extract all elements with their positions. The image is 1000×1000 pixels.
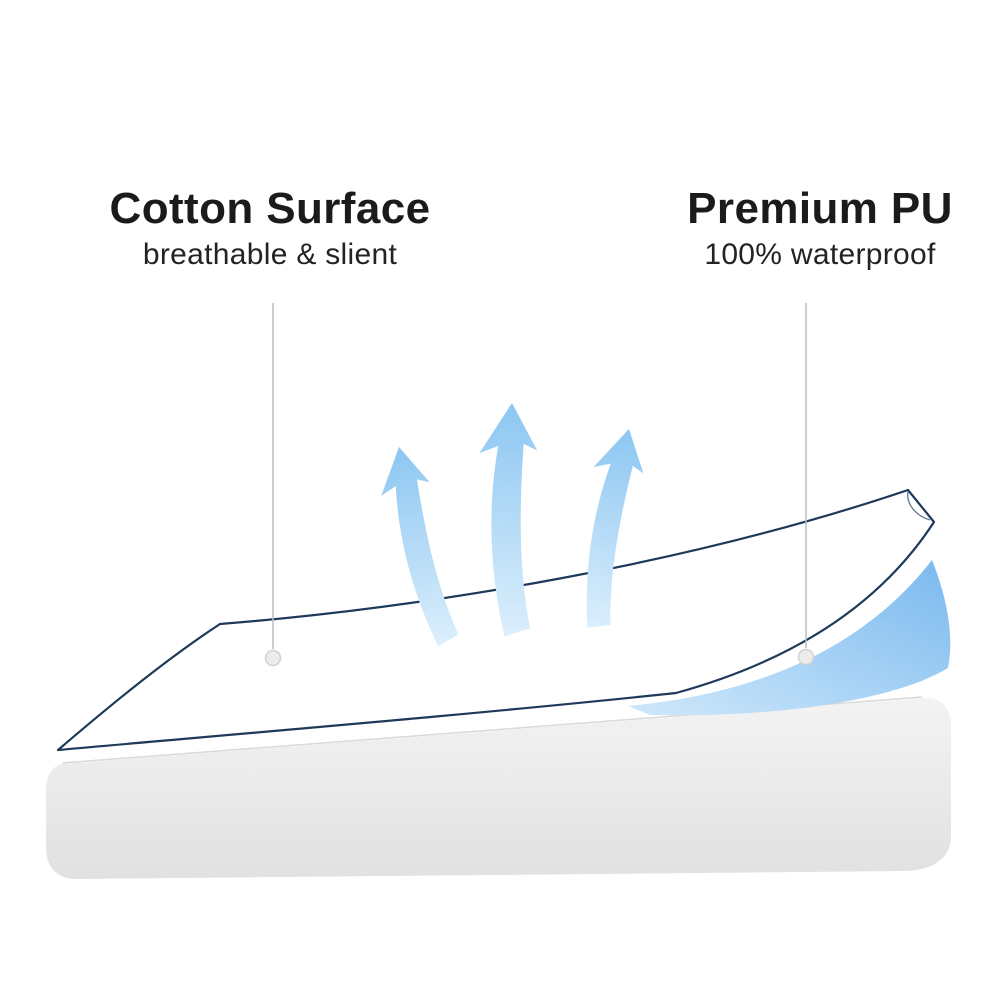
breath-arrow-icon-right bbox=[586, 429, 644, 628]
breath-arrow-icon-left bbox=[381, 447, 459, 647]
cotton-surface-title: Cotton Surface bbox=[109, 184, 431, 233]
cotton-surface-label: Cotton Surface breathable & slient bbox=[109, 184, 431, 272]
premium-pu-subtitle: 100% waterproof bbox=[704, 238, 936, 272]
mattress-body bbox=[46, 697, 951, 879]
sheet-corner-fold-line bbox=[907, 491, 931, 521]
waterproof-pu-layer bbox=[628, 560, 951, 716]
cotton-callout-dot bbox=[264, 649, 282, 667]
cotton-surface-subtitle: breathable & slient bbox=[142, 238, 398, 272]
cotton-sheet bbox=[56, 488, 936, 752]
premium-pu-label: Premium PU 100% waterproof bbox=[687, 184, 953, 272]
premium-callout-dot bbox=[797, 648, 815, 666]
breath-arrow-icon-middle bbox=[479, 403, 538, 637]
premium-pu-title: Premium PU bbox=[687, 184, 953, 233]
